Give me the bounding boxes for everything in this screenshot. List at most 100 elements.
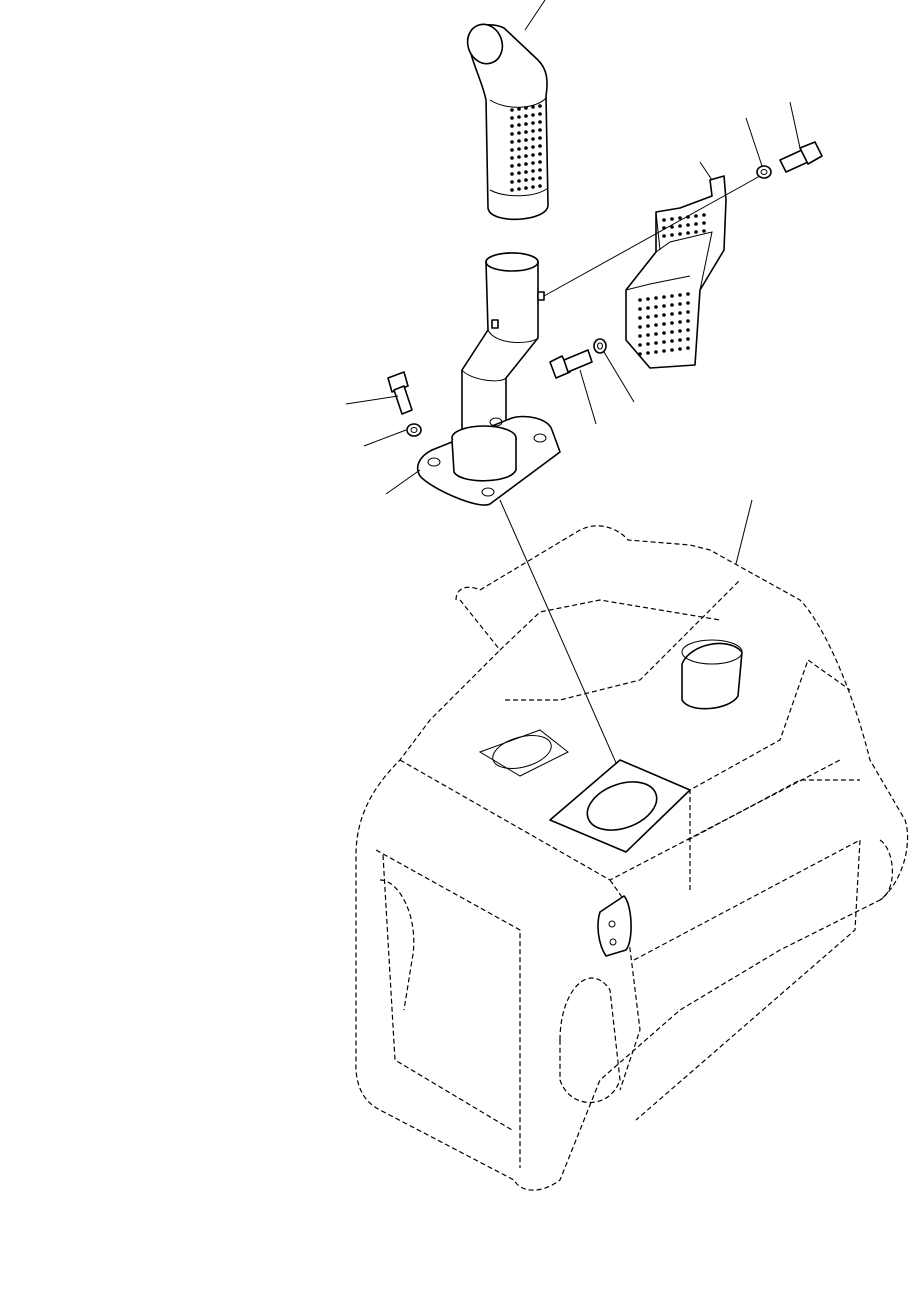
perforation-hole [524, 162, 528, 166]
perforation-hole [638, 343, 642, 347]
washer-middle [593, 338, 635, 403]
perforation-hole [638, 298, 642, 302]
perforation-hole [517, 163, 521, 167]
perforation-hole [538, 144, 542, 148]
perforation-hole [531, 145, 535, 149]
perforation-hole [517, 171, 521, 175]
perforation-hole [686, 337, 690, 341]
perforation-hole [646, 297, 650, 301]
perforation-hole [538, 184, 542, 188]
perforation-hole [524, 146, 528, 150]
bolt-middle [549, 349, 597, 425]
perforation-hole [524, 122, 528, 126]
perforation-hole [531, 177, 535, 181]
perforation-hole [638, 316, 642, 320]
perforation-hole [662, 340, 666, 344]
perforation-hole [510, 116, 514, 120]
perforation-hole [662, 304, 666, 308]
perforation-hole [517, 155, 521, 159]
perforation-hole [662, 313, 666, 317]
perforation-hole [510, 172, 514, 176]
perforation-hole [538, 112, 542, 116]
perforation-hole [662, 295, 666, 299]
perforation-hole [694, 214, 698, 218]
perforation-hole [510, 164, 514, 168]
perforation-hole [531, 153, 535, 157]
perforation-hole [538, 168, 542, 172]
perforation-hole [638, 307, 642, 311]
perforation-hole [517, 115, 521, 119]
perforation-hole [686, 328, 690, 332]
perforation-hole [670, 294, 674, 298]
washer-upper [745, 117, 772, 179]
perforation-hole [524, 138, 528, 142]
perforation-hole [678, 293, 682, 297]
flange-plate [385, 415, 629, 791]
perforation-hole [524, 178, 528, 182]
perforation-hole [524, 186, 528, 190]
perforation-hole [524, 170, 528, 174]
perforation-hole [531, 161, 535, 165]
perforation-hole [510, 180, 514, 184]
perforation-hole [531, 137, 535, 141]
perforation-hole [670, 321, 674, 325]
perforation-hole [678, 320, 682, 324]
perforation-hole [538, 128, 542, 132]
perforation-hole [531, 105, 535, 109]
perforation-hole [538, 136, 542, 140]
perforation-hole [646, 333, 650, 337]
perforation-hole [670, 339, 674, 343]
perforated-heat-cover [625, 161, 727, 369]
perforation-hole [686, 301, 690, 305]
perforation-hole [510, 108, 514, 112]
perforation-hole [670, 233, 674, 237]
perforation-hole [531, 113, 535, 117]
perforation-hole [646, 324, 650, 328]
perforation-hole [678, 216, 682, 220]
perforation-hole [524, 130, 528, 134]
perforation-hole [678, 302, 682, 306]
perforation-hole [662, 218, 666, 222]
engine-hood-cover [355, 499, 909, 1191]
perforation-hole [538, 160, 542, 164]
perforation-hole [510, 148, 514, 152]
perforation-hole [662, 331, 666, 335]
perforation-hole [517, 179, 521, 183]
perforation-hole [686, 292, 690, 296]
perforation-hole [510, 156, 514, 160]
perforation-hole [654, 350, 658, 354]
perforation-hole [670, 217, 674, 221]
perforation-hole [524, 154, 528, 158]
perforation-hole [678, 347, 682, 351]
perforation-hole [678, 338, 682, 342]
perforation-hole [670, 225, 674, 229]
perforation-hole [638, 325, 642, 329]
perforation-hole [517, 131, 521, 135]
perforation-hole [678, 224, 682, 228]
perforation-hole [678, 311, 682, 315]
perforation-hole [517, 187, 521, 191]
perforation-hole [702, 229, 706, 233]
perforation-hole [646, 306, 650, 310]
perforation-hole [517, 147, 521, 151]
perforation-hole [678, 329, 682, 333]
perforation-hole [686, 231, 690, 235]
perforation-hole [678, 232, 682, 236]
perforation-hole [654, 296, 658, 300]
perforation-hole [654, 341, 658, 345]
perforation-hole [662, 234, 666, 238]
perforation-hole [662, 349, 666, 353]
perforation-hole [531, 129, 535, 133]
perforation-hole [670, 348, 674, 352]
perforation-hole [670, 312, 674, 316]
perforation-hole [524, 106, 528, 110]
perforation-hole [517, 123, 521, 127]
perforation-hole [694, 230, 698, 234]
perforation-hole [654, 323, 658, 327]
perforation-hole [638, 352, 642, 356]
perforation-hole [686, 319, 690, 323]
perforation-hole [654, 305, 658, 309]
perforation-hole [646, 351, 650, 355]
bolt-upper [779, 101, 823, 173]
